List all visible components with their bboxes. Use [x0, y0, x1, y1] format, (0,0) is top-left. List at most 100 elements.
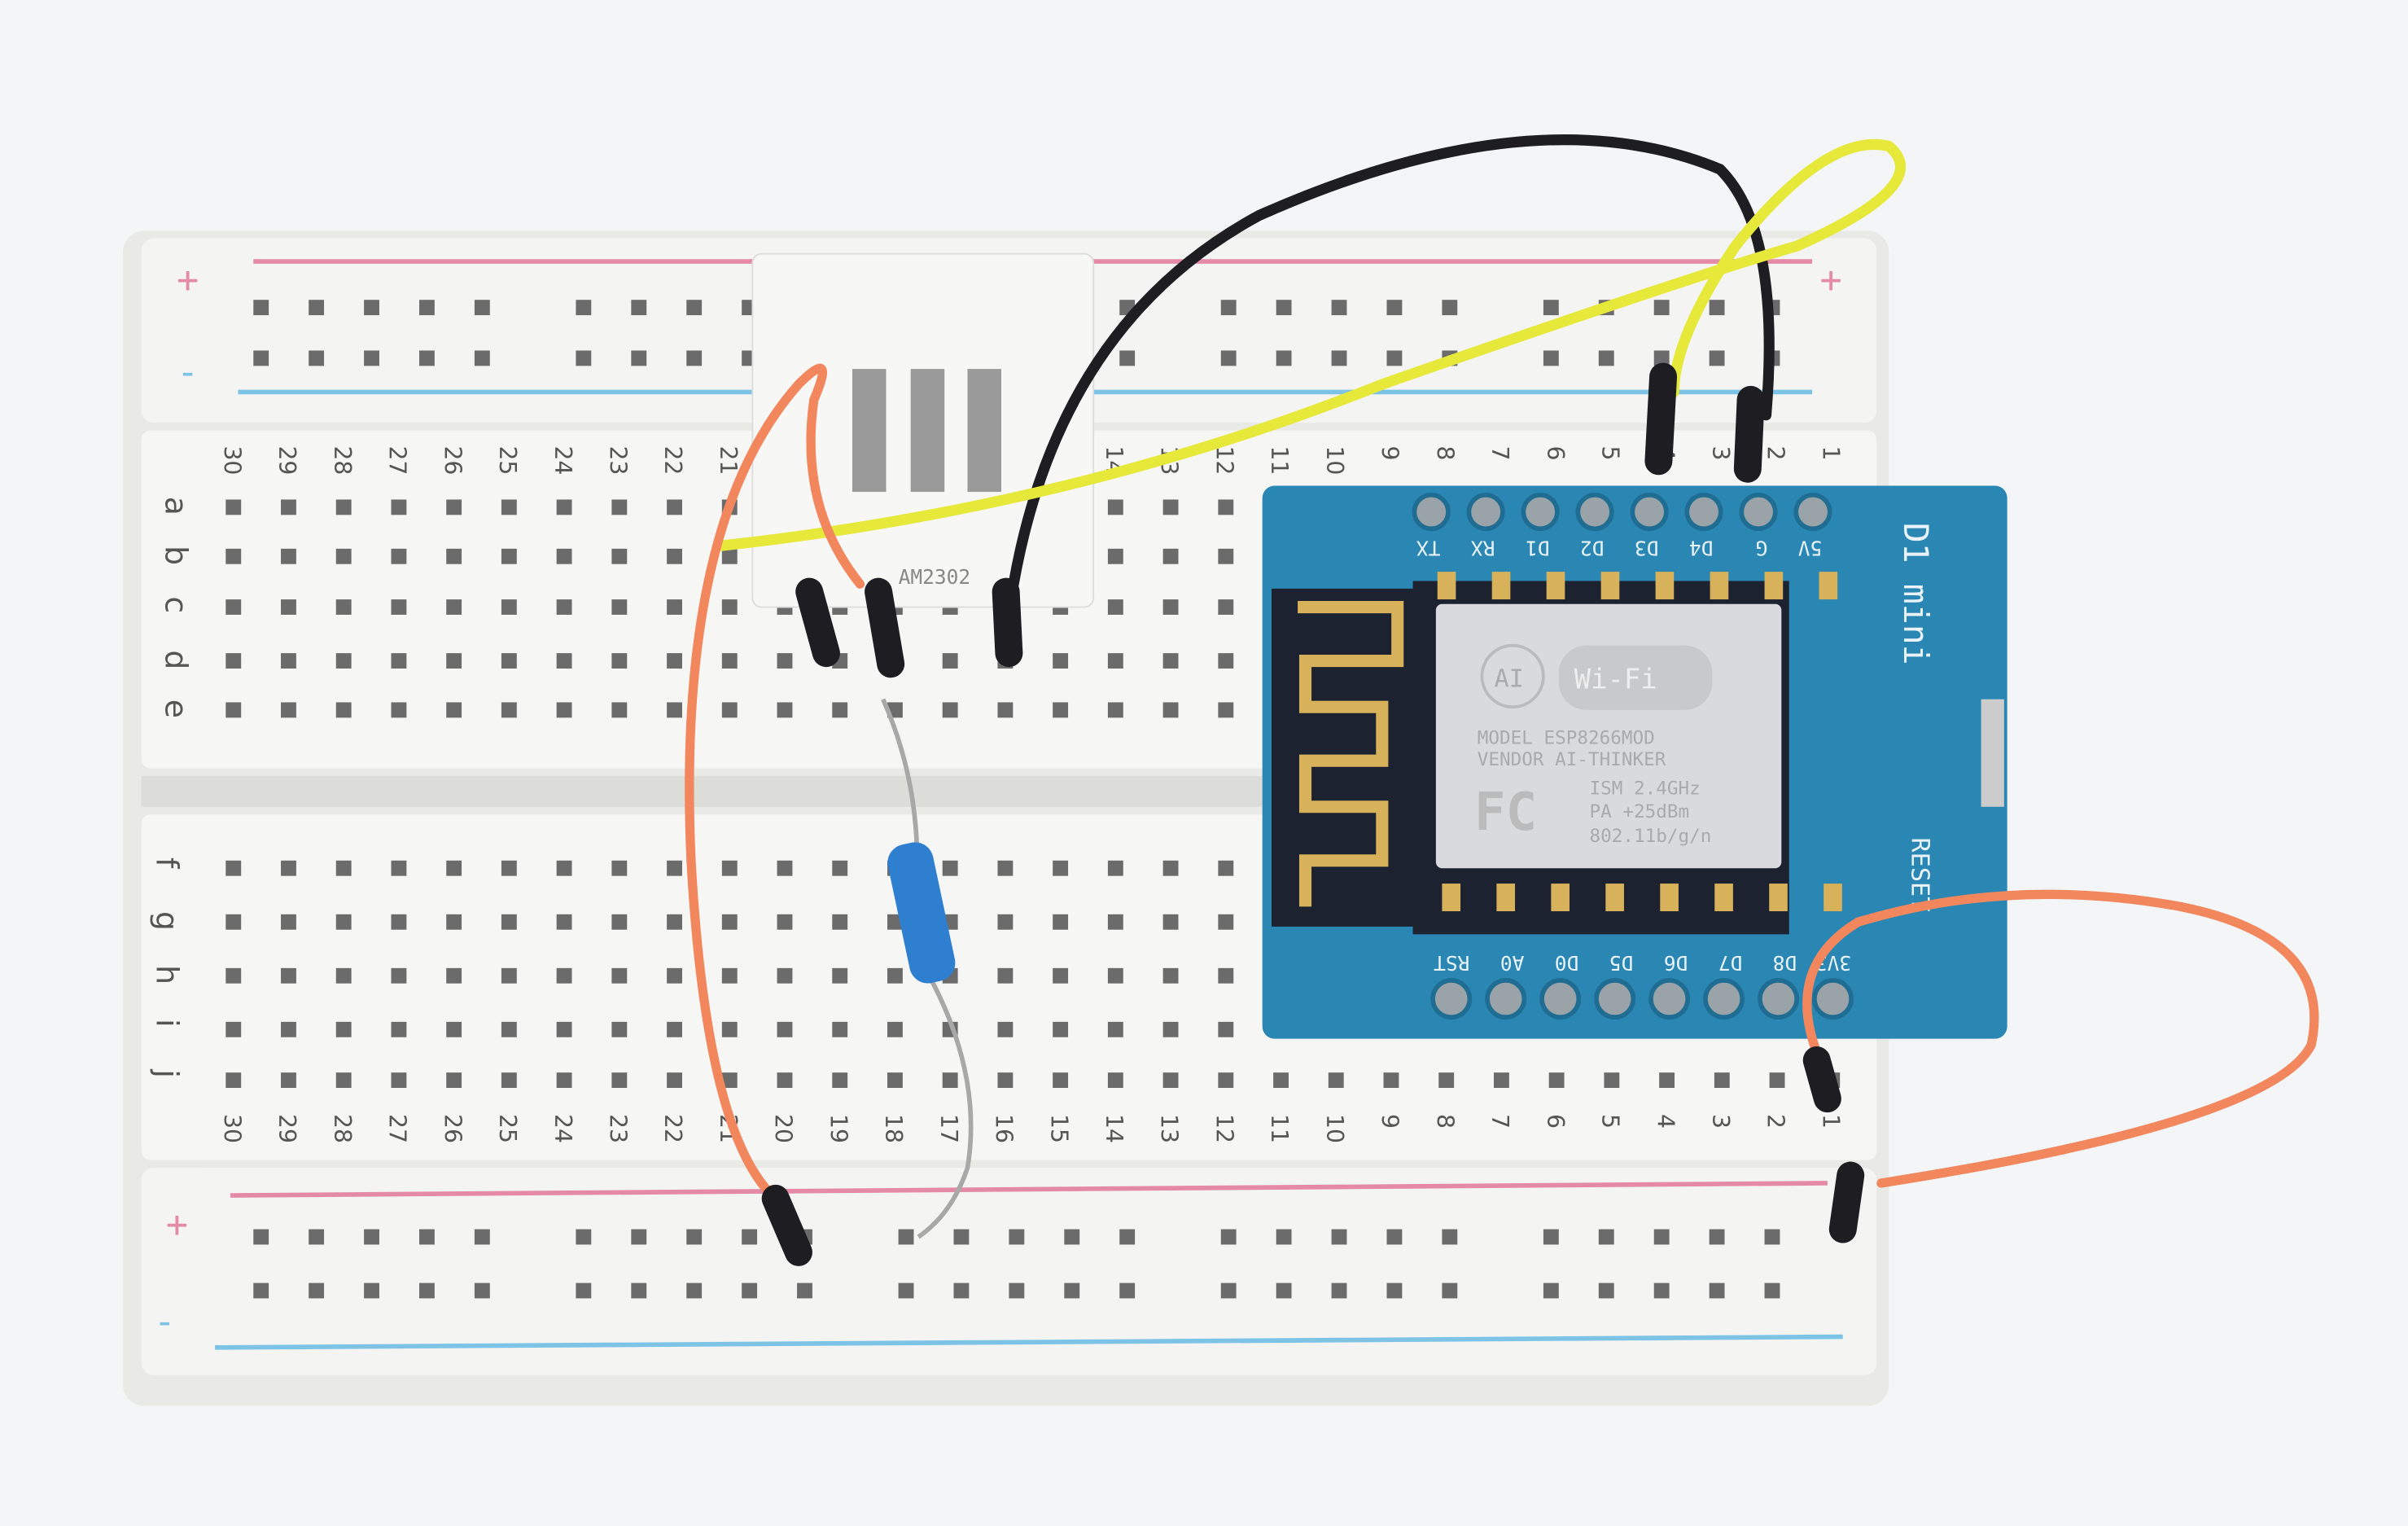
breadboard-hole — [611, 599, 628, 615]
breadboard-hole — [1107, 653, 1123, 669]
column-number: 21 — [715, 445, 742, 475]
rail-hole — [474, 1283, 490, 1299]
breadboard-hole — [1053, 1021, 1069, 1037]
column-number: 1 — [1817, 445, 1844, 460]
column-number: 8 — [1431, 445, 1458, 460]
rail-hole — [953, 1229, 970, 1245]
breadboard-hole — [391, 548, 407, 564]
rail-hole — [631, 300, 647, 316]
breadboard-hole — [335, 967, 352, 984]
column-number: 15 — [1045, 1114, 1072, 1143]
breadboard-hole — [1107, 548, 1123, 564]
column-number: 4 — [1652, 1114, 1679, 1129]
breadboard-hole — [1218, 914, 1234, 930]
header-pin — [1703, 978, 1745, 1020]
breadboard-hole — [1493, 1072, 1509, 1088]
rail-hole — [686, 1283, 703, 1299]
module-pad — [1819, 572, 1838, 600]
breadboard-hole — [501, 499, 517, 515]
column-number: 1 — [1817, 1114, 1844, 1129]
breadboard-hole — [1769, 1072, 1785, 1088]
rail-hole — [1764, 1283, 1780, 1299]
breadboard-hole — [1162, 1021, 1179, 1037]
breadboard-hole — [942, 860, 958, 876]
rail-hole — [1276, 350, 1292, 366]
breadboard-hole — [721, 967, 738, 984]
breadboard-hole — [1162, 860, 1179, 876]
shield-text: ISM 2.4GHz — [1590, 778, 1701, 800]
breadboard-hole — [1548, 1072, 1565, 1088]
antenna-trace — [1298, 600, 1404, 907]
header-pin — [1466, 492, 1505, 532]
pin-label: D0 — [1555, 951, 1579, 975]
breadboard-hole — [1107, 860, 1123, 876]
breadboard-hole — [667, 1072, 682, 1088]
breadboard-hole — [942, 1072, 958, 1088]
breadboard-hole — [391, 653, 407, 669]
yellow-wire — [716, 138, 1907, 551]
rail-hole — [631, 350, 647, 366]
rail-hole — [686, 1229, 703, 1245]
rail-minus-label: - — [177, 350, 199, 393]
breadboard-hole — [1053, 860, 1069, 876]
module-pad — [1496, 884, 1516, 912]
breadboard-hole — [997, 967, 1014, 984]
header-pin — [1758, 978, 1800, 1020]
breadboard-hole — [887, 1021, 903, 1037]
breadboard-hole — [667, 860, 682, 876]
breadboard-hole — [1162, 914, 1179, 930]
breadboard-hole — [611, 914, 628, 930]
header-pin — [1521, 492, 1560, 532]
wifi-logo: Wi-Fi — [1574, 664, 1657, 696]
rail-hole — [309, 1283, 325, 1299]
breadboard-hole — [225, 599, 242, 615]
row-letter: j — [149, 1068, 185, 1077]
breadboard-hole — [611, 860, 628, 876]
header-pin — [1594, 978, 1636, 1020]
rail-hole — [419, 1229, 435, 1245]
breadboard-hole — [777, 914, 793, 930]
column-number: 6 — [1542, 1114, 1569, 1129]
column-number: 22 — [659, 1114, 686, 1143]
jumper-plug — [992, 577, 1023, 668]
pin-label: D3 — [1635, 536, 1659, 559]
column-number: 14 — [1101, 1114, 1127, 1143]
column-number: 23 — [604, 445, 631, 475]
column-number: 22 — [659, 445, 686, 475]
column-number: 25 — [494, 445, 521, 475]
module-pad — [1710, 572, 1729, 600]
rail-hole — [1386, 1283, 1403, 1299]
breadboard-hole — [391, 599, 407, 615]
breadboard-hole — [667, 548, 682, 564]
breadboard-hole — [1162, 1072, 1179, 1088]
breadboard-hole — [556, 914, 572, 930]
breadboard-hole — [1383, 1072, 1399, 1088]
breadboard-hole — [1053, 914, 1069, 930]
d1-mini-module: AI Wi-Fi MODEL ESP8266MOD VENDOR AI-THIN… — [1262, 485, 2007, 1039]
rail-hole — [1764, 1229, 1780, 1245]
breadboard-hole — [281, 1072, 296, 1088]
breadboard-hole — [997, 702, 1014, 718]
pin-label: RX — [1471, 536, 1495, 559]
module-pad — [1714, 884, 1733, 912]
breadboard-hole — [721, 914, 738, 930]
pin-label: RST — [1434, 951, 1470, 975]
breadboard-hole — [556, 653, 572, 669]
breadboard-hole — [391, 499, 407, 515]
shield-text: VENDOR AI-THINKER — [1478, 749, 1666, 770]
header-pin — [1430, 978, 1473, 1020]
breadboard-hole — [281, 548, 296, 564]
breadboard-hole — [1162, 599, 1179, 615]
breadboard-hole — [667, 967, 682, 984]
breadboard-hole — [1218, 702, 1234, 718]
breadboard-hole — [942, 702, 958, 718]
breadboard-hole — [721, 653, 738, 669]
rail-hole — [797, 1283, 812, 1299]
breadboard-hole — [832, 967, 848, 984]
breadboard-hole — [1107, 1072, 1123, 1088]
breadboard-hole — [1053, 967, 1069, 984]
breadboard-hole — [281, 1021, 296, 1037]
breadboard-hole — [832, 1072, 848, 1088]
breadboard-hole — [335, 702, 352, 718]
